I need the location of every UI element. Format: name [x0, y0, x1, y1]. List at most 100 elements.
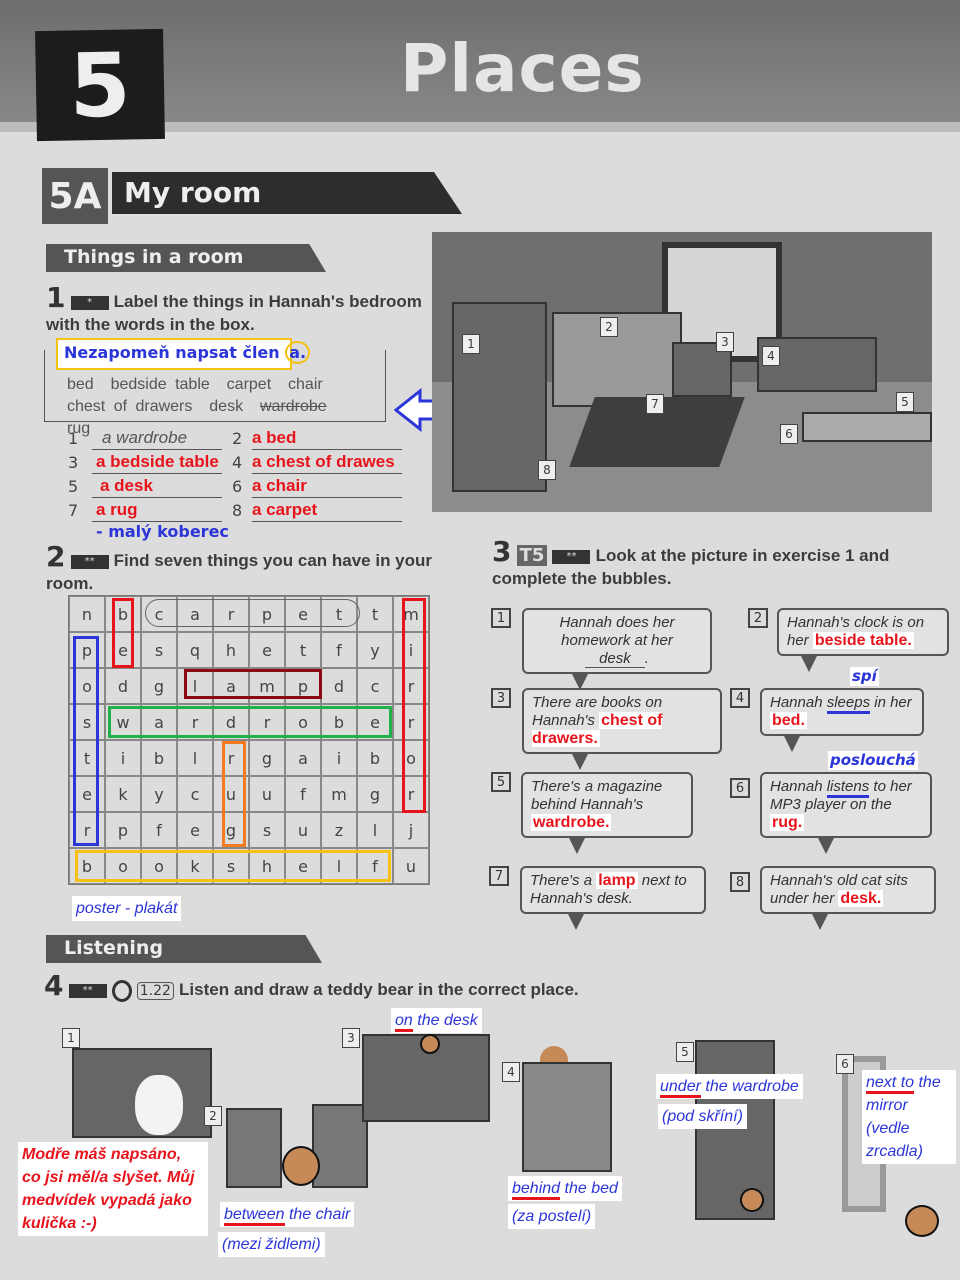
- bubble-number: 3: [491, 688, 511, 708]
- grid-cell[interactable]: r: [393, 776, 429, 812]
- grid-cell[interactable]: k: [177, 848, 213, 884]
- grid-cell[interactable]: f: [357, 848, 393, 884]
- grid-cell[interactable]: o: [285, 704, 321, 740]
- answer-field[interactable]: a chest of drawes: [252, 452, 402, 474]
- grid-cell[interactable]: d: [105, 668, 141, 704]
- grid-cell[interactable]: f: [321, 632, 357, 668]
- answer-field[interactable]: desk: [585, 650, 645, 668]
- grid-cell[interactable]: q: [177, 632, 213, 668]
- answer-field[interactable]: beside table.: [812, 632, 914, 649]
- grid-cell[interactable]: m: [393, 596, 429, 632]
- grid-cell[interactable]: c: [177, 776, 213, 812]
- grid-cell[interactable]: t: [69, 740, 105, 776]
- grid-cell[interactable]: e: [177, 812, 213, 848]
- grid-cell[interactable]: e: [69, 776, 105, 812]
- grid-cell[interactable]: u: [285, 812, 321, 848]
- grid-cell[interactable]: l: [357, 812, 393, 848]
- grid-cell[interactable]: o: [105, 848, 141, 884]
- grid-cell[interactable]: p: [105, 812, 141, 848]
- answer-field[interactable]: a desk: [92, 476, 222, 498]
- answer-field[interactable]: a bedside table: [92, 452, 222, 474]
- answer-number: 8: [232, 501, 243, 520]
- grid-cell[interactable]: l: [321, 848, 357, 884]
- grid-cell[interactable]: k: [105, 776, 141, 812]
- grid-cell[interactable]: b: [321, 704, 357, 740]
- grid-cell[interactable]: s: [69, 704, 105, 740]
- grid-cell[interactable]: p: [285, 668, 321, 704]
- grid-cell[interactable]: d: [321, 668, 357, 704]
- answer-field[interactable]: a rug: [92, 500, 222, 522]
- grid-cell[interactable]: p: [249, 596, 285, 632]
- grid-cell[interactable]: r: [177, 704, 213, 740]
- grid-cell[interactable]: r: [393, 668, 429, 704]
- grid-cell[interactable]: a: [177, 596, 213, 632]
- grid-cell[interactable]: a: [285, 740, 321, 776]
- grid-cell[interactable]: b: [141, 740, 177, 776]
- grid-cell[interactable]: d: [213, 704, 249, 740]
- audio-icon[interactable]: [111, 979, 132, 1002]
- grid-cell[interactable]: g: [213, 812, 249, 848]
- grid-cell[interactable]: n: [69, 596, 105, 632]
- grid-cell[interactable]: j: [393, 812, 429, 848]
- grid-cell[interactable]: u: [249, 776, 285, 812]
- grid-cell[interactable]: g: [249, 740, 285, 776]
- answer-field[interactable]: rug.: [770, 814, 805, 831]
- grid-cell[interactable]: t: [285, 632, 321, 668]
- grid-cell[interactable]: u: [213, 776, 249, 812]
- grid-cell[interactable]: b: [105, 596, 141, 632]
- grid-cell[interactable]: f: [141, 812, 177, 848]
- grid-cell[interactable]: l: [177, 740, 213, 776]
- grid-cell[interactable]: e: [285, 848, 321, 884]
- grid-cell[interactable]: i: [393, 632, 429, 668]
- grid-cell[interactable]: b: [357, 740, 393, 776]
- grid-cell[interactable]: a: [213, 668, 249, 704]
- grid-cell[interactable]: g: [357, 776, 393, 812]
- grid-cell[interactable]: r: [69, 812, 105, 848]
- grid-cell[interactable]: r: [249, 704, 285, 740]
- grid-cell[interactable]: s: [249, 812, 285, 848]
- grid-cell[interactable]: c: [357, 668, 393, 704]
- grid-cell[interactable]: r: [213, 596, 249, 632]
- answer-rest: the bed: [564, 1180, 618, 1197]
- answer-field[interactable]: bed.: [770, 712, 807, 729]
- grid-cell[interactable]: y: [141, 776, 177, 812]
- grid-cell[interactable]: s: [213, 848, 249, 884]
- grid-cell[interactable]: g: [141, 668, 177, 704]
- grid-cell[interactable]: o: [69, 668, 105, 704]
- grid-cell[interactable]: u: [393, 848, 429, 884]
- grid-cell[interactable]: b: [69, 848, 105, 884]
- grid-cell[interactable]: s: [141, 632, 177, 668]
- grid-cell[interactable]: m: [249, 668, 285, 704]
- subsection-things-in-a-room: Things in a room: [46, 244, 326, 272]
- grid-cell[interactable]: m: [321, 776, 357, 812]
- grid-cell[interactable]: a: [141, 704, 177, 740]
- grid-cell[interactable]: r: [393, 704, 429, 740]
- grid-cell[interactable]: h: [249, 848, 285, 884]
- answer-field[interactable]: a carpet: [252, 500, 402, 522]
- answer-field[interactable]: a bed: [252, 428, 402, 450]
- grid-cell[interactable]: f: [285, 776, 321, 812]
- answer-field[interactable]: wardrobe.: [531, 814, 612, 831]
- grid-cell[interactable]: r: [213, 740, 249, 776]
- grid-cell[interactable]: t: [357, 596, 393, 632]
- answer-field[interactable]: a chair: [252, 476, 402, 498]
- grid-cell[interactable]: z: [321, 812, 357, 848]
- grid-cell[interactable]: y: [357, 632, 393, 668]
- grid-cell[interactable]: i: [321, 740, 357, 776]
- grid-cell[interactable]: e: [249, 632, 285, 668]
- grid-cell[interactable]: e: [105, 632, 141, 668]
- grid-cell[interactable]: p: [69, 632, 105, 668]
- word: bed: [67, 376, 94, 393]
- grid-cell[interactable]: h: [213, 632, 249, 668]
- grid-cell[interactable]: o: [393, 740, 429, 776]
- answer-field[interactable]: desk.: [838, 890, 884, 907]
- grid-cell[interactable]: e: [285, 596, 321, 632]
- grid-cell[interactable]: o: [141, 848, 177, 884]
- grid-cell[interactable]: w: [105, 704, 141, 740]
- grid-cell[interactable]: l: [177, 668, 213, 704]
- grid-cell[interactable]: e: [357, 704, 393, 740]
- grid-cell[interactable]: i: [105, 740, 141, 776]
- answer-field[interactable]: a wardrobe: [92, 428, 222, 450]
- answer-field[interactable]: lamp: [596, 872, 638, 889]
